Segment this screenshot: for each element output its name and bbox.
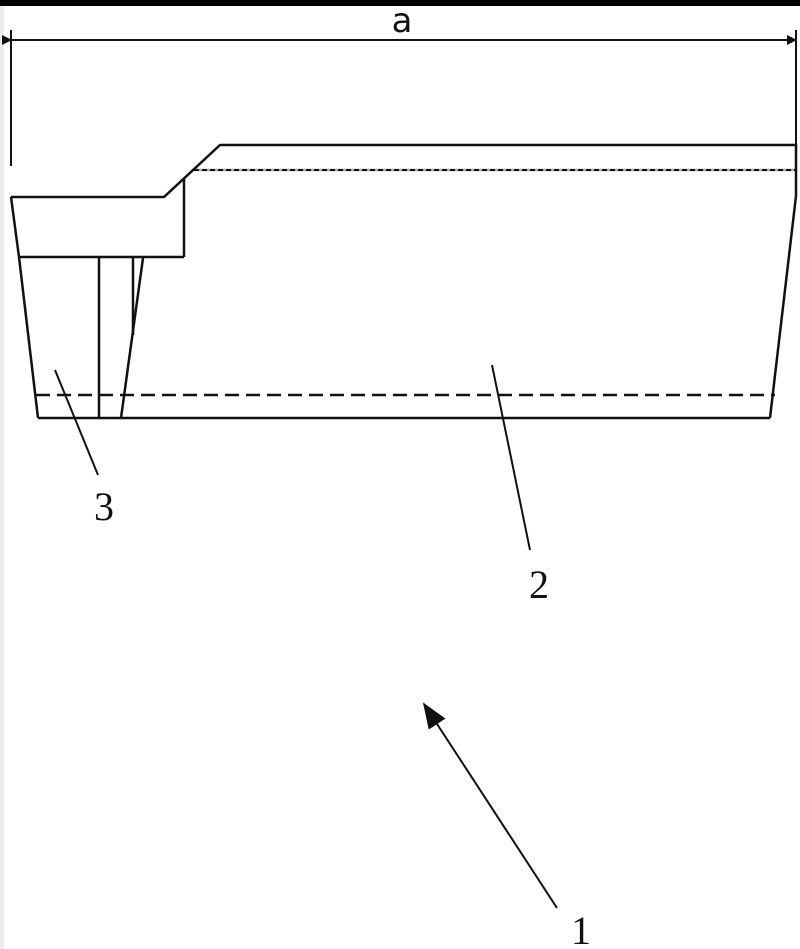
- leader-part-2: 2: [491, 364, 549, 607]
- part-label-2: 2: [529, 562, 549, 607]
- leader-part-3: 3: [54, 369, 114, 529]
- top-border-bar: [0, 0, 800, 6]
- leader-line-2: [491, 364, 531, 551]
- leader-line-3: [54, 369, 99, 476]
- dimension-label-a: a: [392, 1, 413, 41]
- component-body: [9, 143, 798, 420]
- arrow-part-1: 1: [422, 702, 591, 949]
- body-left-side: [17, 256, 40, 419]
- body-top-outline: [11, 143, 798, 199]
- body-right-side: [768, 195, 798, 419]
- dimension-a: a: [2, 1, 797, 166]
- left-block-side: [9, 196, 21, 258]
- part-label-1: 1: [571, 908, 591, 949]
- left-edge-strip: [0, 6, 4, 949]
- part-label-3: 3: [94, 484, 114, 529]
- arrow-line-1: [422, 702, 558, 909]
- insert-slant-line: [119, 257, 145, 419]
